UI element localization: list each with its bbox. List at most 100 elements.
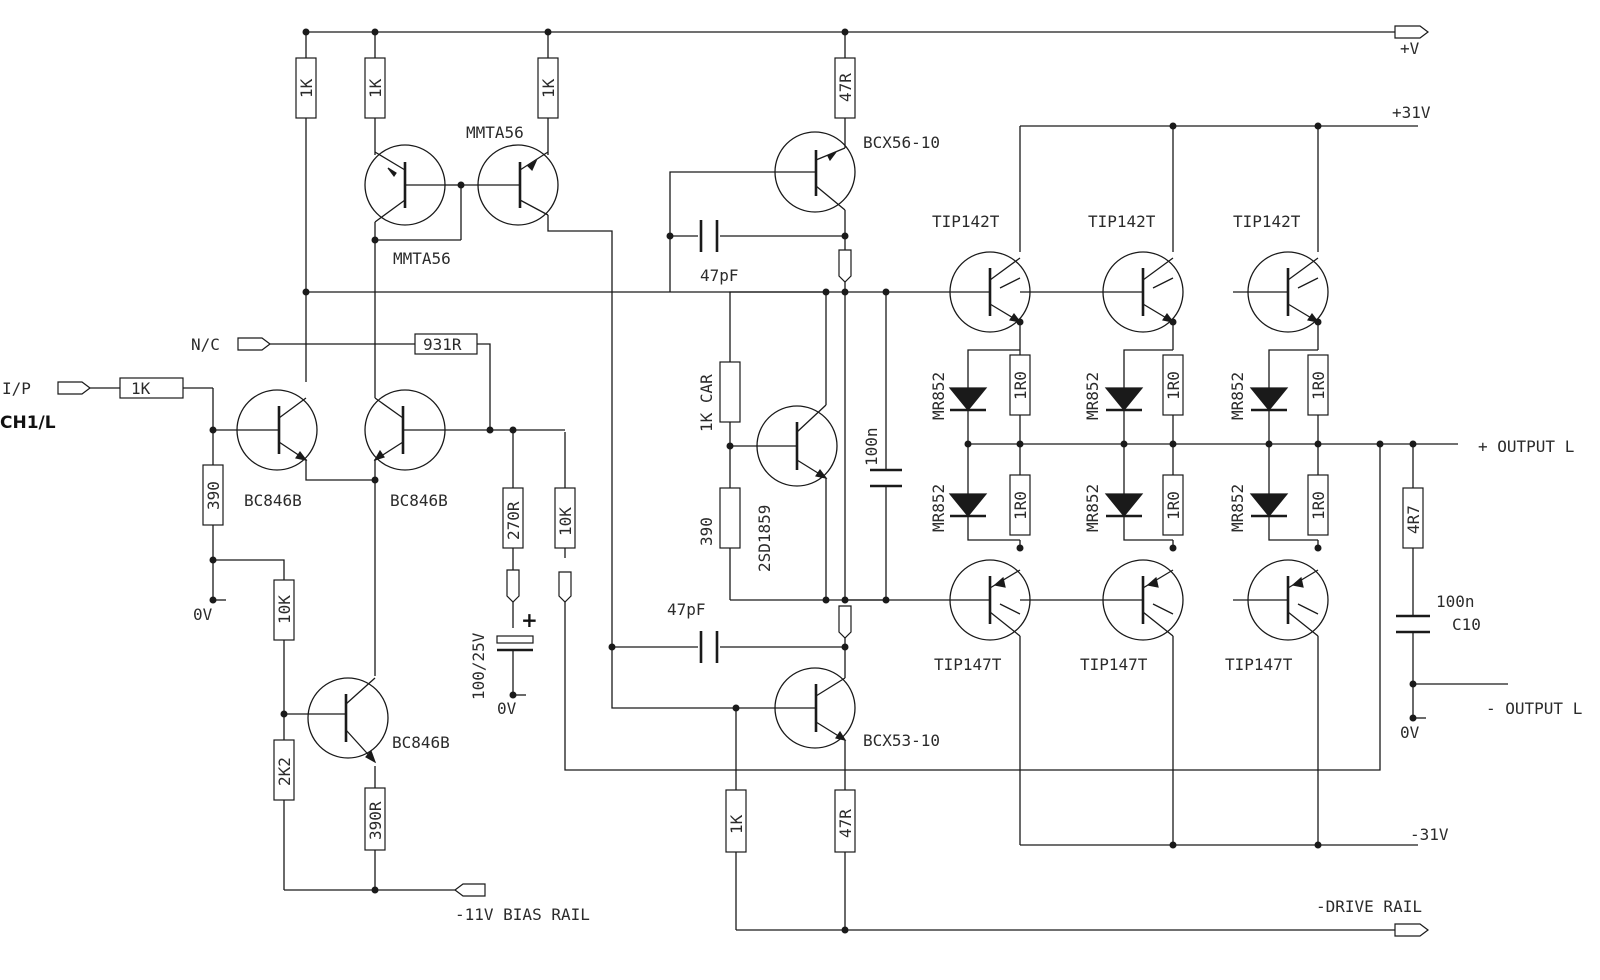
resistor-r-top3: 1K [537, 57, 559, 119]
rail-label-plus31: +31V [1392, 103, 1431, 122]
transistor-mmta56-left: MMTA56 [364, 144, 451, 268]
resistor-label: 2K2 [275, 757, 294, 786]
wires [90, 31, 1508, 931]
transistor-bcx53: BCX53-10 [774, 667, 940, 750]
diode-mr852-3: MR852 [1228, 372, 1289, 420]
resistor-label: 10K [275, 595, 294, 624]
transistor-label: BC846B [244, 491, 302, 510]
capacitors: 47pF 47pF 100n + 100/25V 100n C10 [469, 220, 1481, 700]
port-drive-rail: -DRIVE RAIL [1316, 897, 1429, 937]
resistor-r-390-in: 390 [202, 464, 224, 526]
ports: +V +31V -31V I/P CH1/L N/C -11V BIAS RAI… [0, 25, 1582, 937]
resistor-r-10k-fb: 10K [554, 487, 576, 549]
transistor-tip142t-3: TIP142T [1233, 212, 1329, 333]
transistor-tip147t-2: TIP147T [1080, 559, 1184, 674]
capacitor-label: 47pF [667, 600, 706, 619]
capacitor-ref: C10 [1452, 615, 1481, 634]
resistor-r-1r0-d: 1R0 [1009, 474, 1031, 536]
resistor-label: 1K [727, 814, 746, 834]
link-marker [506, 569, 520, 603]
transistor-label: BC846B [392, 733, 450, 752]
diode-label: MR852 [1228, 372, 1247, 420]
diode-mr852-1: MR852 [929, 372, 988, 420]
ground-0v-input: 0V [193, 599, 226, 624]
resistor-label: 47R [836, 73, 855, 102]
capacitor-label: 47pF [700, 266, 739, 285]
transistor-label: 2SD1859 [755, 505, 774, 572]
resistor-label: 390 [204, 481, 223, 510]
resistor-label: 1K [131, 379, 151, 398]
port-label: N/C [191, 335, 220, 354]
resistor-label: 390 [697, 517, 716, 546]
resistor-r-1r0-b: 1R0 [1162, 354, 1184, 416]
port-plus-v: +V [1394, 25, 1429, 58]
resistor-label: 270R [504, 501, 523, 540]
resistor-label: 47R [836, 809, 855, 838]
resistor-r-4r7: 4R7 [1402, 487, 1424, 549]
resistor-r-1k-car: 1K CAR [697, 361, 741, 432]
resistor-r-top1: 1K [295, 57, 317, 119]
resistors: 1K 1K 1K 47R 1K 931R 390 10K [119, 57, 1424, 853]
resistor-label: 390R [366, 801, 385, 840]
transistor-label: BCX56-10 [863, 133, 940, 152]
output-plus-label: + OUTPUT L [1478, 437, 1574, 456]
transistor-bc846b-low: BC846B [307, 677, 450, 764]
diode-mr852-6: MR852 [1228, 484, 1289, 532]
plus-sign: + [521, 608, 538, 632]
diode-label: MR852 [929, 372, 948, 420]
resistor-r-270r: 270R [502, 487, 524, 549]
diode-label: MR852 [1083, 484, 1102, 532]
port-label: -DRIVE RAIL [1316, 897, 1422, 916]
resistor-label: 10K [556, 507, 575, 536]
link-marker [838, 605, 852, 639]
transistor-label: TIP147T [1225, 655, 1293, 674]
link-marker [838, 249, 852, 283]
resistor-r-390-mid: 390 [697, 487, 741, 549]
transistor-tip147t-1: TIP147T [934, 559, 1031, 674]
resistor-r-top2: 1K [364, 57, 386, 119]
port-nc: N/C [191, 335, 271, 354]
resistor-r-47r-top: 47R [834, 57, 856, 119]
transistor-label: MMTA56 [393, 249, 451, 268]
resistor-label: 1K [297, 78, 316, 98]
port-bias-rail: -11V BIAS RAIL [454, 883, 590, 924]
diode-label: MR852 [1228, 484, 1247, 532]
transistor-label: TIP147T [934, 655, 1002, 674]
ground-label: 0V [497, 699, 517, 718]
resistor-r-1r0-f: 1R0 [1307, 474, 1329, 536]
resistor-label: 931R [423, 335, 462, 354]
resistor-label: 1R0 [1011, 371, 1030, 400]
resistor-r-1r0-a: 1R0 [1009, 354, 1031, 416]
resistor-r-931: 931R [414, 333, 478, 355]
transistor-bc846b-right: BC846B [364, 389, 448, 510]
capacitor-label: 100/25V [469, 632, 488, 700]
resistor-r-1r0-c: 1R0 [1307, 354, 1329, 416]
resistor-label: 1K [539, 78, 558, 98]
capacitor-100n-mid: 100n [862, 427, 902, 488]
ground-symbols: 0V 0V 0V [193, 599, 1426, 742]
port-label: -11V BIAS RAIL [455, 905, 590, 924]
capacitor-label: 100n [862, 427, 881, 466]
transistor-label: TIP147T [1080, 655, 1148, 674]
transistor-tip147t-3: TIP147T [1225, 559, 1329, 674]
resistor-r-2k2: 2K2 [273, 739, 295, 801]
junctions [209, 28, 1417, 934]
port-input: I/P [2, 379, 91, 398]
transistor-mmta56-right: MMTA56 [461, 123, 559, 226]
resistor-label: 1R0 [1309, 491, 1328, 520]
transistor-label: MMTA56 [466, 123, 524, 142]
capacitor-label: 100n [1436, 592, 1475, 611]
capacitor-47pf-top: 47pF [699, 220, 739, 285]
transistor-label: TIP142T [1088, 212, 1156, 231]
diode-mr852-4: MR852 [929, 484, 988, 532]
resistor-r-input: 1K [119, 377, 184, 399]
transistor-tip142t-1: TIP142T [932, 212, 1031, 333]
resistor-label: 1K CAR [697, 374, 716, 432]
resistor-label: 1K [366, 78, 385, 98]
transistor-label: TIP142T [1233, 212, 1301, 231]
transistor-label: BC846B [390, 491, 448, 510]
resistor-label: 1R0 [1011, 491, 1030, 520]
resistor-label: 4R7 [1404, 505, 1423, 534]
